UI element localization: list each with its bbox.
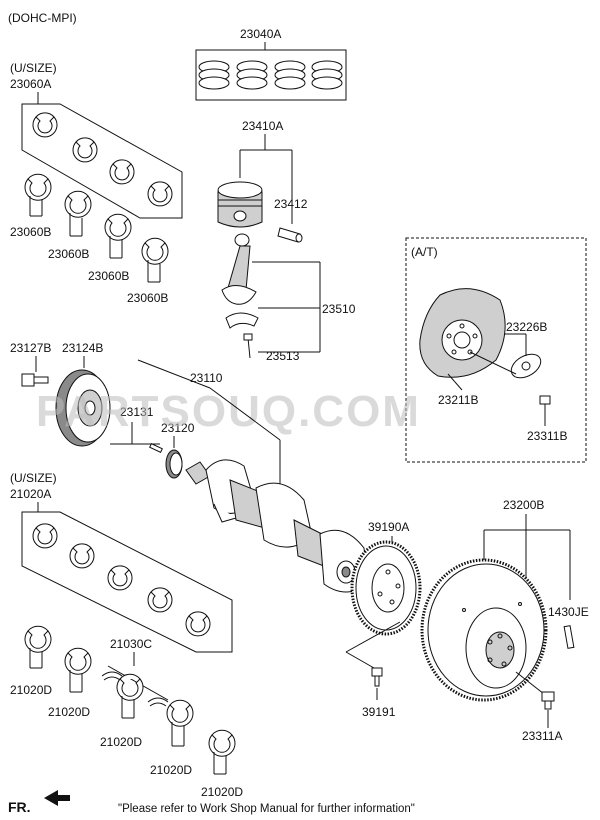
- undersize-label-top: (U/SIZE): [10, 61, 57, 75]
- main-bearing-set-box: [21, 511, 233, 653]
- part-label-23060B-2[interactable]: 23060B: [48, 247, 89, 261]
- piston-pin[interactable]: [277, 227, 303, 243]
- part-label-21020D-4[interactable]: 21020D: [150, 763, 192, 777]
- part-label-21020D-2[interactable]: 21020D: [48, 705, 90, 719]
- pulley-bolt[interactable]: [21, 373, 49, 387]
- part-label-23040A[interactable]: 23040A: [240, 27, 281, 41]
- piston-ring-set-box: [195, 49, 347, 101]
- part-label-1430JE[interactable]: 1430JE: [548, 605, 589, 619]
- part-label-23410A[interactable]: 23410A: [242, 119, 283, 133]
- part-label-39191[interactable]: 39191: [362, 705, 396, 719]
- part-label-23124B[interactable]: 23124B: [62, 341, 103, 355]
- piston[interactable]: [217, 181, 263, 228]
- part-label-23510[interactable]: 23510: [322, 302, 356, 316]
- part-label-21020D-5[interactable]: 21020D: [201, 785, 243, 799]
- part-label-23131[interactable]: 23131: [120, 405, 154, 419]
- drive-plate-bolt[interactable]: [539, 395, 551, 412]
- engine-type-label: (DOHC-MPI): [8, 11, 77, 25]
- woodruff-key[interactable]: [149, 442, 163, 454]
- at-section-label: (A/T): [411, 245, 438, 259]
- main-bearing-d-4[interactable]: [166, 699, 194, 727]
- part-label-23120[interactable]: 23120: [161, 421, 195, 435]
- part-label-23060B-3[interactable]: 23060B: [88, 269, 129, 283]
- part-label-21020D-3[interactable]: 21020D: [100, 735, 142, 749]
- part-label-23110[interactable]: 23110: [190, 371, 223, 385]
- conrod-bearing-set-box: [21, 103, 183, 219]
- part-label-23127B[interactable]: 23127B: [10, 341, 51, 355]
- part-label-23211B[interactable]: 23211B: [438, 393, 478, 407]
- connecting-rod[interactable]: [221, 233, 259, 359]
- part-label-21020A[interactable]: 21020A: [10, 487, 51, 501]
- part-label-23060B-4[interactable]: 23060B: [127, 291, 168, 305]
- main-bearing-d-2[interactable]: [64, 647, 92, 675]
- footer-note: "Please refer to Work Shop Manual for fu…: [118, 803, 415, 815]
- part-label-23060A[interactable]: 23060A: [10, 77, 51, 91]
- front-direction-label: FR.: [8, 799, 31, 815]
- flywheel-bolt[interactable]: [541, 691, 555, 710]
- part-label-23412[interactable]: 23412: [274, 197, 308, 211]
- front-arrow-icon: [44, 790, 70, 806]
- conrod-bearing-set[interactable]: [32, 112, 173, 207]
- ring-gear[interactable]: [350, 540, 422, 636]
- main-bearing-d-1[interactable]: [24, 625, 52, 653]
- main-bearing-d-5[interactable]: [208, 729, 236, 757]
- part-label-21020D-1[interactable]: 21020D: [10, 683, 52, 697]
- piston-ring-set[interactable]: [198, 60, 343, 90]
- conrod-bearing-b-3[interactable]: [104, 213, 132, 241]
- crankshaft-pulley[interactable]: [55, 369, 111, 447]
- part-label-23513[interactable]: 23513: [266, 349, 300, 363]
- thrust-washers[interactable]: [101, 671, 169, 707]
- part-label-23226B[interactable]: 23226B: [506, 320, 547, 334]
- watermark: PARTSOUQ.COM: [36, 387, 421, 436]
- part-label-23311B[interactable]: 23311B: [527, 429, 567, 443]
- conrod-bearing-b-2[interactable]: [64, 190, 92, 218]
- conrod-bearing-b-1[interactable]: [24, 173, 52, 201]
- undersize-label-bottom: (U/SIZE): [10, 471, 57, 485]
- part-label-23060B-1[interactable]: 23060B: [10, 225, 51, 239]
- at-section-box: [405, 237, 587, 463]
- part-label-21030C[interactable]: 21030C: [110, 637, 152, 651]
- conrod-bearing-b-4[interactable]: [141, 237, 169, 265]
- part-label-23200B[interactable]: 23200B: [503, 498, 544, 512]
- part-label-39190A[interactable]: 39190A: [368, 520, 409, 534]
- dowel-pin[interactable]: [563, 625, 575, 649]
- ring-gear-bolt[interactable]: [371, 667, 383, 687]
- main-bearing-set[interactable]: [32, 523, 211, 637]
- flywheel[interactable]: [420, 558, 548, 702]
- crankshaft-sprocket[interactable]: [165, 449, 183, 479]
- main-bearing-d-3[interactable]: [116, 673, 144, 701]
- part-label-23311A[interactable]: 23311A: [522, 729, 562, 743]
- crankshaft[interactable]: [185, 459, 369, 593]
- drive-plate[interactable]: [419, 288, 506, 378]
- drive-plate-adapter[interactable]: [507, 349, 545, 382]
